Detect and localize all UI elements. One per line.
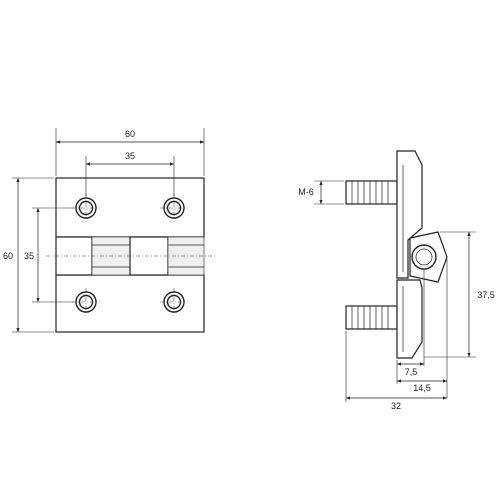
front-view: 60 35 60 35 — [3, 128, 216, 333]
dim-knuckle-width-label: 14,5 — [413, 383, 431, 393]
dim-knuckle-width: 14,5 — [396, 259, 448, 398]
hole-top-left — [72, 194, 100, 222]
dim-hole-spacing-x-label: 35 — [125, 151, 135, 161]
dim-overall-width-label: 60 — [125, 129, 135, 139]
dim-hole-spacing-y: 35 — [24, 207, 74, 303]
side-view: M-6 37,5 7,5 14,5 32 — [298, 150, 495, 411]
hole-bottom-left — [72, 288, 100, 316]
upper-leaf — [55, 177, 205, 238]
dim-hole-spacing-y-label: 35 — [24, 251, 34, 261]
knuckle-profile — [409, 231, 448, 283]
dim-total-depth-label: 32 — [391, 401, 401, 411]
dim-overall-height: 60 — [3, 177, 54, 333]
lower-leaf — [55, 274, 205, 333]
dim-overall-width: 60 — [55, 128, 205, 176]
dim-thread: M-6 — [298, 180, 344, 205]
dim-hole-spacing-x: 35 — [85, 151, 175, 196]
dim-pivot-offset-label: 7,5 — [405, 367, 418, 377]
hole-top-right — [160, 194, 188, 222]
dim-total-depth: 32 — [345, 331, 447, 411]
dim-pivot-offset: 7,5 — [396, 270, 425, 377]
upper-threaded-stud — [345, 180, 398, 205]
hole-bottom-right — [160, 288, 188, 316]
dim-overall-height-label: 60 — [3, 251, 13, 261]
pivot-pin — [411, 244, 437, 270]
lower-leaf-profile — [396, 279, 423, 359]
lower-threaded-stud — [345, 305, 398, 330]
dim-thread-label: M-6 — [298, 187, 314, 197]
dim-height: 37,5 — [424, 231, 495, 358]
dim-height-label: 37,5 — [477, 290, 495, 300]
